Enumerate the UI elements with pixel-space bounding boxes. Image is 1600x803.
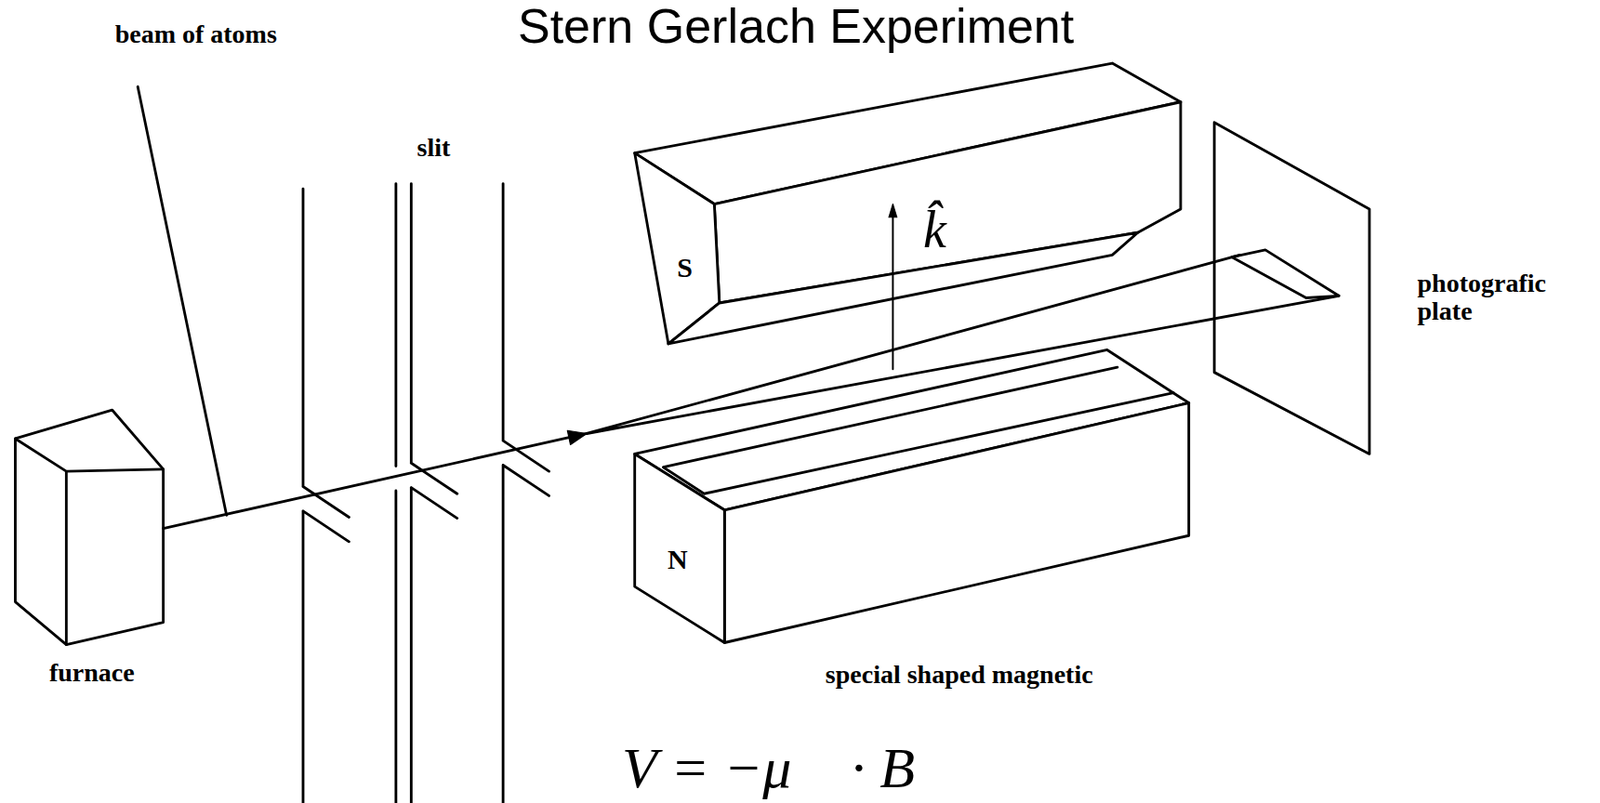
slit-plates (303, 184, 550, 803)
plate-label: photografic plate (1414, 269, 1548, 328)
furnace-box (14, 409, 163, 645)
magnet-label: special shaped magnetic (823, 661, 1096, 690)
leader-line (137, 86, 226, 516)
magnet-north (634, 349, 1190, 643)
pole-letter: S (674, 251, 695, 283)
unit-vector-symbol: k̂ (921, 201, 949, 260)
node-text: furnace (47, 659, 137, 688)
node-text: photografic plate (1414, 269, 1548, 328)
pole-letter: N (665, 543, 690, 575)
field-axis-arrow (888, 204, 898, 371)
beam-label: beam of atoms (113, 20, 279, 50)
slit-label: slit (415, 133, 453, 163)
magnet-south (634, 63, 1181, 344)
node-text: N (665, 543, 690, 575)
slide-title: Stern Gerlach Experiment (515, 0, 1076, 53)
photographic-plate (1214, 122, 1370, 455)
atom-beam (163, 250, 1339, 529)
furnace-label: furnace (47, 659, 137, 688)
node-text: S (674, 251, 695, 283)
potential-formula: V = −μ⃗ · B⃗ (620, 736, 962, 800)
